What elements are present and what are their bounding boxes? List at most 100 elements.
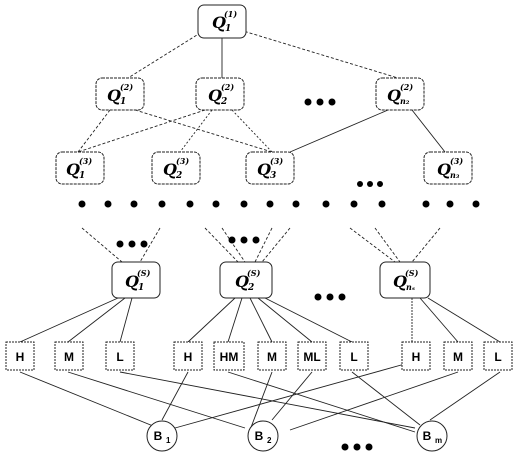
node-superscript: (1) [224,9,237,19]
node-subscript: n₃ [450,170,460,180]
edge [187,297,236,343]
leaf-label: M [453,350,463,364]
edge [227,297,243,343]
edge [19,371,159,429]
node-q3-level3: Q 3 (3) [245,151,295,185]
node-q2-levels: Q 2 (S) [219,261,273,299]
edge [221,227,246,263]
node-superscript: (2) [400,82,413,92]
node-q2-level3: Q 2 (3) [151,151,201,185]
bottom-label: B [423,429,432,443]
node-subscript: 2 [175,171,182,181]
edge [429,371,501,421]
edge [161,371,189,421]
node-subscript: 2 [220,97,227,107]
edge [411,109,446,153]
bottom-subscript: 2 [267,436,272,445]
edge [204,227,239,263]
node-superscript: (2) [221,82,234,92]
node-q1-level2: Q 1 (2) [95,77,145,111]
edge [249,371,273,431]
bottom-label: B [154,429,163,443]
bottom-subscript: m [435,436,442,445]
ellipsis-above-s1 [116,240,148,248]
node-label: Q [212,13,226,32]
leaf-node: M [257,341,287,371]
node-qn3-level3: Q n₃ (3) [423,151,473,185]
node-label: Q [66,160,80,179]
edge [119,297,133,343]
edge [227,371,416,433]
node-subscript: n₂ [400,96,410,106]
leaf-node: M [443,341,473,371]
edge [81,227,123,263]
edge [374,227,401,263]
node-superscript: (3) [450,156,463,166]
edge [119,371,416,429]
node-label: Q [107,86,121,105]
node-subscript: 2 [247,283,254,293]
leaf-node: H [5,341,35,371]
leaf-label: HM [220,350,239,364]
edge [239,29,399,79]
leaf-group-1: H M L [5,341,135,371]
node-q2-level2: Q 2 (2) [195,77,245,111]
node-label: Q [125,272,139,291]
leaf-label: ML [303,350,320,364]
node-qns-levels: Q nₛ (S) [379,261,431,299]
leaf-label: L [494,350,501,364]
edge [261,227,291,263]
node-subscript: 1 [120,97,126,107]
edge [249,297,273,343]
node-superscript: (3) [176,156,189,166]
node-label: Q [393,272,407,291]
node-qn2-level2: Q n₂ (2) [375,77,425,111]
ellipsis-above-s2 [228,236,260,244]
leaf-label: L [350,350,357,364]
leaf-node: L [339,341,369,371]
edge [411,227,441,263]
node-superscript: (S) [247,268,261,278]
edge [134,109,273,153]
edge [419,297,459,343]
ellipsis-bottom [341,443,373,451]
leaf-node: L [105,341,135,371]
node-superscript: (3) [79,156,92,166]
edge [179,109,213,153]
edge [427,297,501,343]
node-label: Q [163,160,177,179]
bottom-node-b2: B 2 [247,420,279,452]
node-subscript: nₛ [406,282,415,292]
leaf-node: H [173,341,203,371]
node-label: Q [437,160,451,179]
edge [257,297,313,343]
leaf-label: M [64,350,74,364]
leaf-label: L [116,350,123,364]
leaf-group-3: H M L [401,341,513,371]
node-q1-level1: Q 1 (1) [197,4,247,39]
node-subscript: 1 [225,24,231,34]
edge [174,361,413,429]
edge [67,371,246,429]
node-subscript: 3 [270,171,276,181]
edge [289,371,459,431]
leaf-node: L [483,341,513,371]
edge [127,29,206,79]
edge [77,109,111,153]
node-superscript: (S) [405,268,419,278]
bottom-subscript: 1 [166,436,171,445]
leaf-node: M [54,341,84,371]
ellipsis-level3 [357,181,383,187]
edge [271,371,313,421]
bottom-node-b1: B 1 [146,420,178,452]
edge [351,371,421,426]
edge [289,109,389,153]
node-subscript: 1 [79,171,85,181]
edge [254,227,273,263]
edge [67,297,126,343]
node-label: Q [235,272,249,291]
edge [77,109,206,153]
edge [349,227,396,263]
bottom-node-bm: B m [416,420,448,452]
